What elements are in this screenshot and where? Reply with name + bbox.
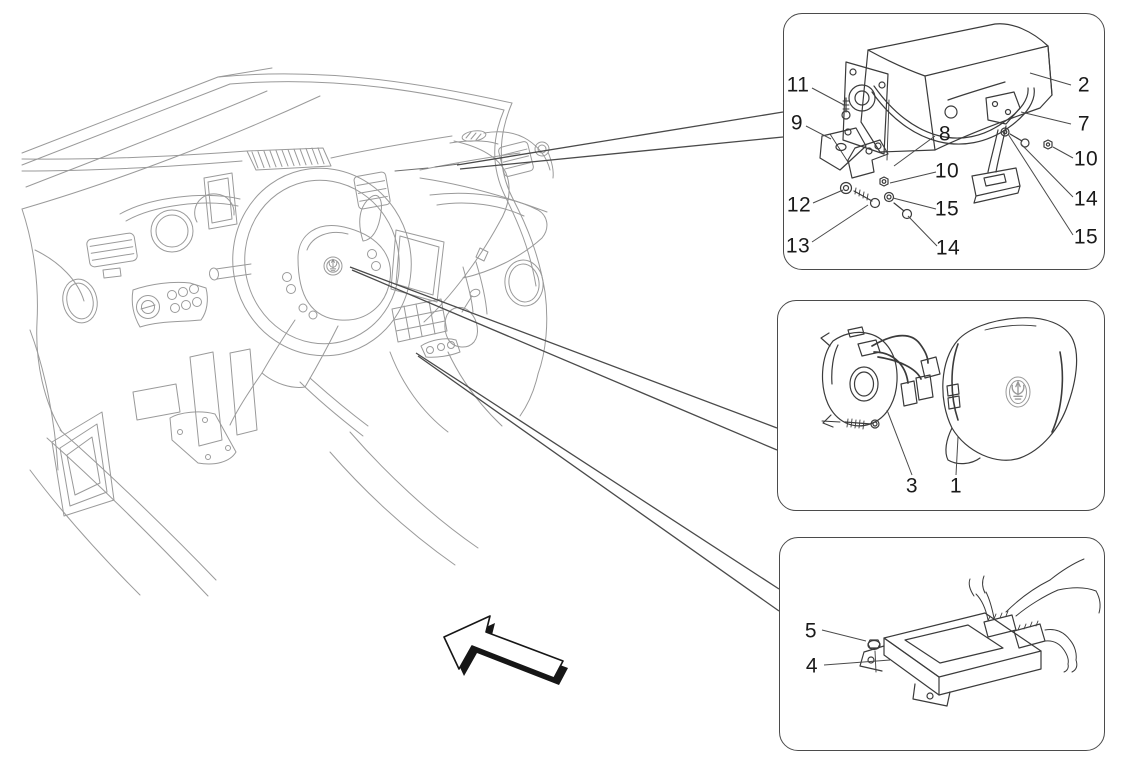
passenger-airbag-parts bbox=[819, 23, 1053, 220]
callout-1: 1 bbox=[949, 474, 963, 498]
fastener-nut-10-mid bbox=[879, 176, 889, 187]
callout-7: 7 bbox=[1077, 112, 1091, 136]
glovebox-area bbox=[419, 140, 548, 323]
clock-spring bbox=[821, 331, 898, 427]
headlight-switch-panel bbox=[131, 281, 208, 328]
left-dash-vent bbox=[86, 232, 138, 268]
driver-airbag-callout-leaders bbox=[886, 409, 959, 476]
dash-top-edge bbox=[21, 131, 551, 172]
leader-driver-airbag-bottom bbox=[351, 269, 778, 451]
callout-4: 4 bbox=[805, 654, 819, 678]
connector bbox=[900, 380, 918, 407]
direction-arrow-icon bbox=[443, 615, 568, 685]
callout-10: 10 bbox=[934, 159, 960, 183]
ecu-box bbox=[883, 612, 1042, 678]
pedals-footwell bbox=[51, 348, 263, 517]
dash-tweeter bbox=[461, 130, 550, 157]
windshield-pillar-lines bbox=[21, 67, 513, 210]
fastener-screw-11 bbox=[841, 97, 851, 120]
callout-2: 2 bbox=[1077, 73, 1091, 97]
dashboard-line-art bbox=[21, 67, 554, 597]
passenger-airbag-seam bbox=[394, 163, 460, 172]
leader-passenger-airbag-top bbox=[456, 111, 784, 166]
instrument-cluster bbox=[119, 172, 241, 253]
vent-latch bbox=[102, 267, 122, 279]
leader-ecu-top bbox=[415, 352, 780, 590]
passenger-airbag-callout-leaders bbox=[805, 72, 1074, 247]
callout-10: 10 bbox=[1073, 147, 1099, 171]
bracket-9 bbox=[819, 127, 867, 171]
center-stack bbox=[299, 229, 503, 566]
callout-13: 13 bbox=[785, 234, 811, 258]
ecu-callout-leaders bbox=[821, 629, 891, 666]
connector bbox=[915, 374, 934, 401]
callout-12: 12 bbox=[786, 193, 812, 217]
fastener-bolt-14-mid bbox=[893, 202, 913, 220]
clock-spring-wires bbox=[871, 334, 929, 384]
leader-driver-airbag-top bbox=[349, 266, 778, 429]
center-dash-vent bbox=[353, 171, 391, 210]
door-speaker bbox=[504, 259, 544, 307]
fastener-washer-15-mid bbox=[883, 191, 895, 203]
panel-leader-lines bbox=[349, 111, 784, 612]
ecu-harness bbox=[968, 558, 1101, 673]
callout-15: 15 bbox=[1073, 225, 1099, 249]
fastener-washer-12 bbox=[839, 181, 853, 195]
fastener-bolt-13 bbox=[853, 187, 881, 209]
driver-airbag-pad bbox=[942, 317, 1078, 461]
callout-8: 8 bbox=[938, 122, 952, 146]
driver-airbag-parts bbox=[820, 317, 1078, 465]
fastener-nut-10-right bbox=[1043, 139, 1053, 150]
callout-9: 9 bbox=[790, 111, 804, 135]
fastener-bolt-14-right bbox=[1009, 133, 1030, 148]
bracket-8 bbox=[847, 139, 889, 179]
callout-14: 14 bbox=[935, 236, 961, 260]
left-door-panel bbox=[21, 208, 217, 597]
connector bbox=[920, 356, 941, 379]
bracket-7 bbox=[985, 91, 1021, 125]
steering-wheel bbox=[208, 167, 412, 388]
airbag-ecu-parts bbox=[859, 558, 1101, 707]
airbag-pad-trident-badge bbox=[1005, 376, 1031, 408]
callout-5: 5 bbox=[804, 619, 818, 643]
ecu-mounting-nut-5 bbox=[867, 639, 881, 673]
clock-spring-screw bbox=[821, 418, 880, 430]
callout-3: 3 bbox=[905, 474, 919, 498]
callout-15: 15 bbox=[934, 197, 960, 221]
leader-passenger-airbag-bottom bbox=[459, 136, 784, 170]
right-dash-vent bbox=[498, 141, 534, 177]
defroster-grille bbox=[246, 147, 332, 171]
fastener-washer-15-right bbox=[1000, 127, 1010, 137]
leader-ecu-bottom bbox=[417, 355, 780, 612]
right-pillar-door-lines bbox=[494, 102, 554, 417]
paddle-shifter bbox=[359, 194, 382, 242]
callout-14: 14 bbox=[1073, 187, 1099, 211]
callout-11: 11 bbox=[786, 73, 810, 97]
